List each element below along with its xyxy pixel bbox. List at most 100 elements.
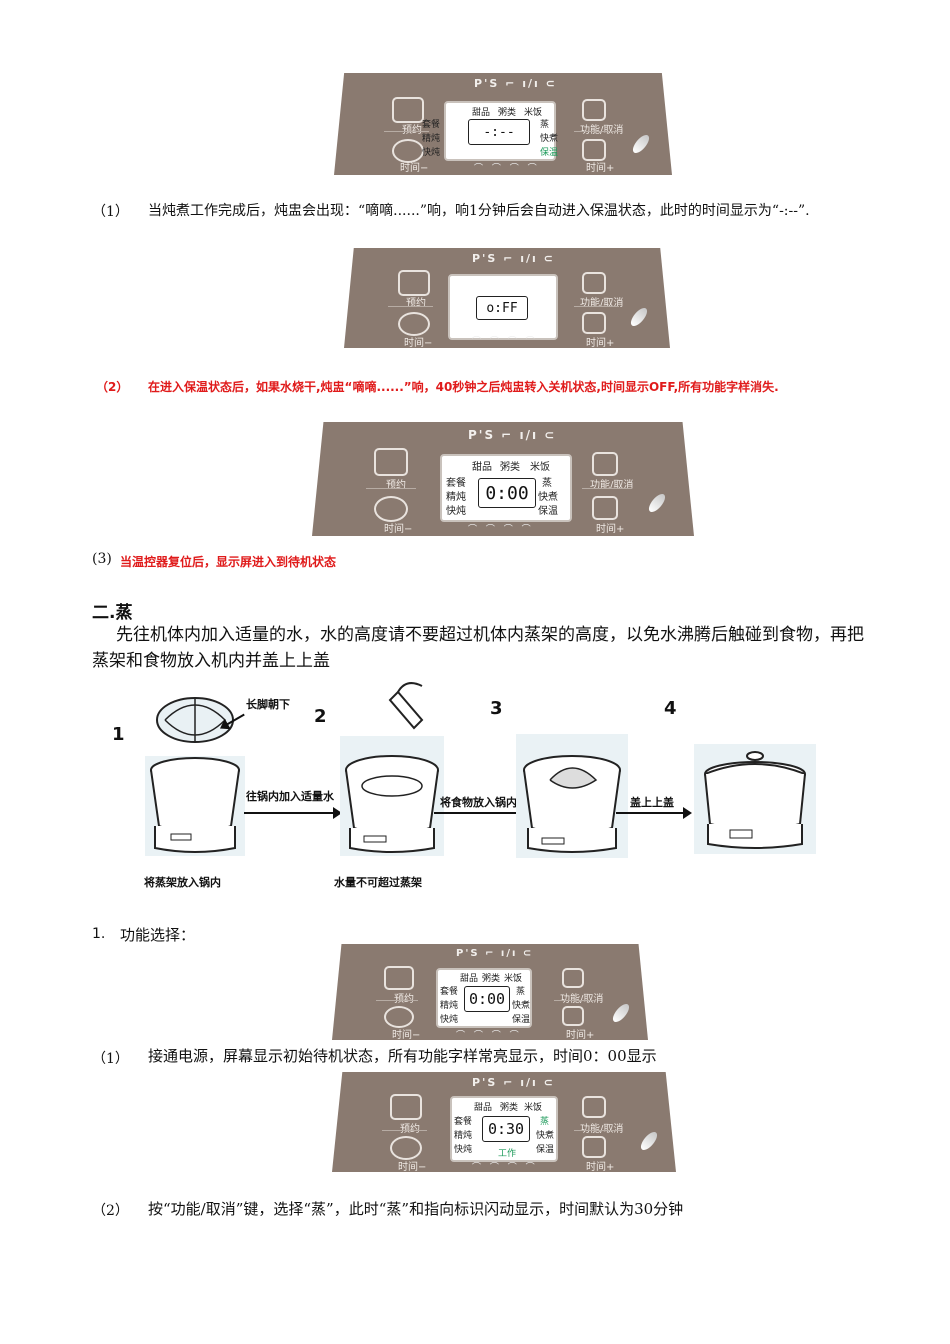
- divider: [388, 306, 433, 307]
- clock-icon[interactable]: [392, 139, 424, 163]
- p1-text: 当炖煮工作完成后，炖盅会出现：“嘀嘀......”响，响1分钟后会自动进入保温状…: [148, 203, 810, 219]
- label-quick-cook: 快煮: [540, 134, 559, 144]
- legs-down-label: 长脚朝下: [246, 698, 290, 711]
- time-display: o:FF: [476, 296, 528, 320]
- pot-3-illustration: [516, 734, 628, 858]
- preset-hand-icon[interactable]: [384, 966, 414, 990]
- clock-icon[interactable]: [390, 1136, 422, 1160]
- label-set-meal: 套餐: [454, 1117, 473, 1127]
- water-limit-label: 水量不可超过蒸架: [334, 876, 422, 889]
- divider: [384, 131, 429, 132]
- preset-label: 预约: [400, 1124, 420, 1135]
- divider: [574, 131, 619, 132]
- cover-label: 盖上上盖: [630, 796, 674, 809]
- time-minus-label: 时间−: [398, 1162, 427, 1173]
- label-set-meal: 套餐: [440, 987, 459, 997]
- swoosh-logo: [610, 1001, 632, 1025]
- label-steam: 蒸: [540, 120, 550, 130]
- label-dessert: 甜品: [460, 974, 479, 984]
- step-3-number: 3: [490, 698, 503, 719]
- divider: [574, 306, 619, 307]
- preset-hand-icon[interactable]: [374, 448, 408, 476]
- section-title: 二.蒸: [92, 603, 133, 623]
- clock-icon[interactable]: [384, 1006, 414, 1028]
- label-fine-stew: 精炖: [454, 1131, 473, 1141]
- label-dessert: 甜品: [474, 1103, 493, 1113]
- function-cancel-label: 功能/取消: [580, 125, 624, 136]
- time-plus-label: 时间+: [586, 338, 615, 349]
- s2-number: （2）: [92, 1203, 129, 1219]
- step-4-number: 4: [664, 698, 677, 719]
- label-work: 工作: [498, 1149, 517, 1159]
- brand-logo: P'S ⌐ ı/ı ⊂: [474, 77, 557, 90]
- step-2-number: 2: [314, 706, 327, 727]
- time-plus-label: 时间+: [586, 1162, 615, 1173]
- label-quick-stew: 快炖: [454, 1145, 473, 1155]
- control-panel-5: P'S ⌐ ı/ı ⊂ 预约 时间− 甜品 粥类 米饭 套餐 精炖 快炖 蒸 快…: [332, 1072, 676, 1172]
- s1-number: （1）: [92, 1051, 129, 1067]
- preset-hand-icon[interactable]: [398, 270, 430, 296]
- label-quick-cook: 快煮: [536, 1131, 555, 1141]
- brand-logo: P'S ⌐ ı/ı ⊂: [456, 948, 534, 959]
- label-keep-warm: 保温: [540, 148, 559, 158]
- p2-number: （2）: [96, 380, 129, 394]
- time-minus-label: 时间−: [392, 1030, 421, 1041]
- divider: [582, 488, 632, 489]
- label-keep-warm: 保温: [538, 506, 558, 517]
- p2-text: 在进入保温状态后，如果水烧干,炖盅“嘀嘀......”响，40秒钟之后炖盅转入关…: [148, 380, 779, 394]
- swoosh-logo: [630, 132, 652, 156]
- display-screen: 甜品 粥类 米饭 套餐 精炖 快炖 蒸 快煮 保温 0:30 工作: [450, 1096, 558, 1162]
- label-fine-stew: 精炖: [422, 134, 441, 144]
- timer-icon[interactable]: [582, 1136, 606, 1158]
- label-quick-cook: 快煮: [538, 492, 558, 503]
- brand-logo: P'S ⌐ ı/ı ⊂: [468, 428, 557, 442]
- timer-icon[interactable]: [582, 312, 606, 334]
- display-screen: 甜品 粥类 米饭 套餐 精炖 快炖 蒸 快煮 保温 -:--: [422, 101, 559, 161]
- function-cancel-label: 功能/取消: [580, 1124, 624, 1135]
- timer-icon[interactable]: [592, 496, 618, 520]
- menu-list-icon[interactable]: [582, 272, 606, 294]
- preset-hand-icon[interactable]: [390, 1094, 422, 1120]
- label-porridge: 粥类: [500, 1103, 519, 1113]
- display-screen: 甜品 粥类 米饭 套餐 精炖 快炖 蒸 快煮 保温 0:00: [440, 454, 572, 522]
- label-porridge: 粥类: [482, 974, 501, 984]
- preset-hand-icon[interactable]: [392, 97, 424, 123]
- menu-list-icon[interactable]: [582, 99, 606, 121]
- timer-icon[interactable]: [582, 139, 606, 161]
- footer-dots: ⌒ ⌒ ⌒ ⌒: [474, 164, 540, 174]
- pot-2-illustration: [340, 736, 444, 856]
- menu-list-icon[interactable]: [592, 452, 618, 476]
- swoosh-logo: [638, 1129, 660, 1153]
- step-1-number: 1: [112, 724, 125, 745]
- function-cancel-label: 功能/取消: [580, 298, 624, 309]
- menu-list-icon[interactable]: [562, 968, 584, 988]
- label-porridge: 粥类: [498, 108, 517, 118]
- divider: [554, 1000, 596, 1001]
- water-jug-illustration: [388, 682, 424, 730]
- control-panel-2: P'S ⌐ ı/ı ⊂ 预约 时间− o:FF 功能/取消 时间+ ⌒ ⌒ ⌒ …: [344, 248, 670, 348]
- label-rice: 米饭: [524, 108, 543, 118]
- footer-dots: ⌒ ⌒ ⌒ ⌒: [468, 525, 534, 535]
- pot-1-illustration: [145, 756, 245, 856]
- label-set-meal: 套餐: [422, 120, 441, 130]
- time-display: -:--: [468, 119, 530, 145]
- clock-icon[interactable]: [398, 312, 430, 336]
- clock-icon[interactable]: [374, 496, 408, 522]
- label-rice: 米饭: [504, 974, 523, 984]
- label-porridge: 粥类: [500, 462, 520, 473]
- time-plus-label: 时间+: [586, 163, 615, 174]
- menu-list-icon[interactable]: [582, 1096, 606, 1118]
- swoosh-logo: [646, 491, 668, 515]
- list-number: 1.: [92, 926, 106, 942]
- timer-icon[interactable]: [562, 1006, 584, 1026]
- label-set-meal: 套餐: [446, 478, 466, 489]
- time-minus-label: 时间−: [400, 163, 429, 174]
- display-screen: 甜品 粥类 米饭 套餐 精炖 快炖 蒸 快煮 保温 0:00: [436, 968, 532, 1028]
- time-display: 0:00: [464, 986, 510, 1012]
- swoosh-logo: [628, 305, 650, 329]
- arrow-step-3: [616, 807, 692, 819]
- footer-dots: ⌒ ⌒ ⌒ ⌒: [456, 1031, 522, 1041]
- control-panel-3: P'S ⌐ ı/ı ⊂ 预约 时间− 甜品 粥类 米饭 套餐 精炖 快炖 蒸 快…: [312, 422, 694, 536]
- put-food-label: 将食物放入锅内: [440, 796, 517, 809]
- label-rice: 米饭: [530, 462, 550, 473]
